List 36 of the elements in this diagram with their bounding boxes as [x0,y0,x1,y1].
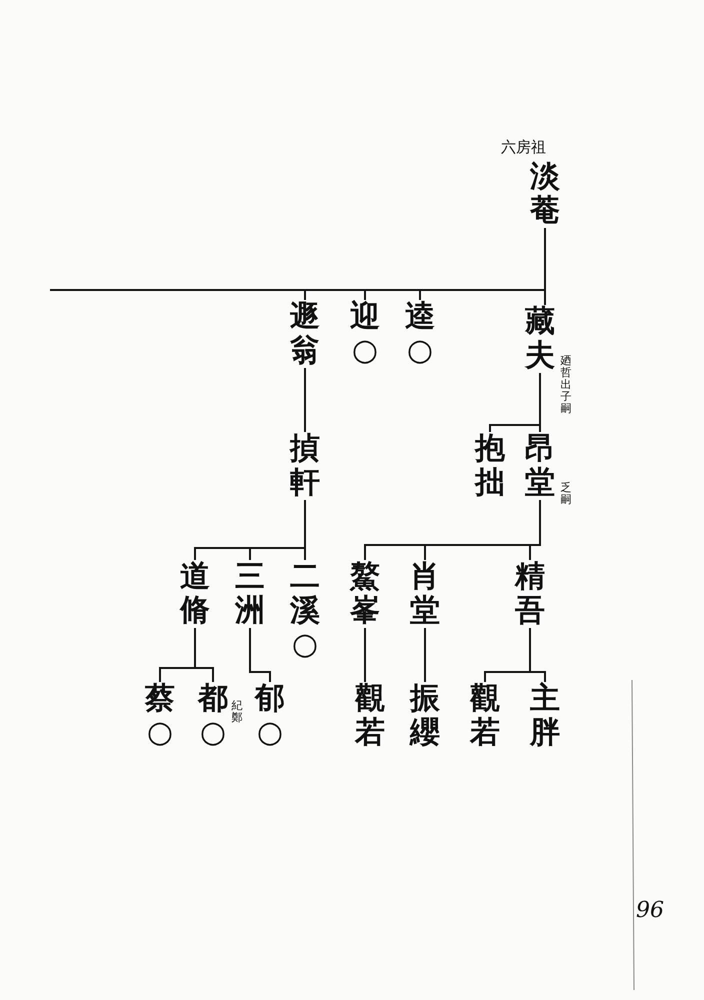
name-text: 郁○ [254,682,286,750]
note-text: 紀鄭 [231,700,243,724]
tree-line [194,500,306,560]
tree-line [304,368,306,432]
name-text: 道脩 [179,560,211,628]
tree-line [424,628,426,682]
name-text: 抱拙 [474,432,506,500]
name-text: 迎○ [349,300,381,368]
name-text: 主胖 [529,682,561,750]
tree-line [159,628,196,682]
name-text: 藏夫 [524,305,556,373]
name-text: 肖堂 [409,560,441,628]
tree-line [484,628,531,682]
name-text: 逵○ [404,300,436,368]
name-text: 揁軒 [289,432,321,500]
name-text: 都○ [197,682,229,750]
note-text: 廼哲出子嗣 [560,355,572,415]
tree-line [249,628,271,682]
tree-line [489,373,541,432]
name-text: 遯翁 [289,300,321,368]
name-text: 二溪○ [289,560,321,662]
tree-line [304,228,546,300]
tree-line [364,628,366,682]
note-text: 六房祖 [501,140,546,155]
name-text: 振纓 [409,682,441,750]
name-text: 精吾 [514,560,546,628]
name-text: 蔡○ [144,682,176,750]
name-text: 昂堂 [524,432,556,500]
page-number: 96 [636,898,664,923]
note-text: 乏嗣 [560,482,572,506]
name-text: 三洲 [234,560,266,628]
tree-line [364,500,541,560]
name-text: 鰲峯 [349,560,381,628]
name-text: 觀若 [354,682,386,750]
name-text: 淡菴 [529,160,561,228]
name-text: 觀若 [469,682,501,750]
